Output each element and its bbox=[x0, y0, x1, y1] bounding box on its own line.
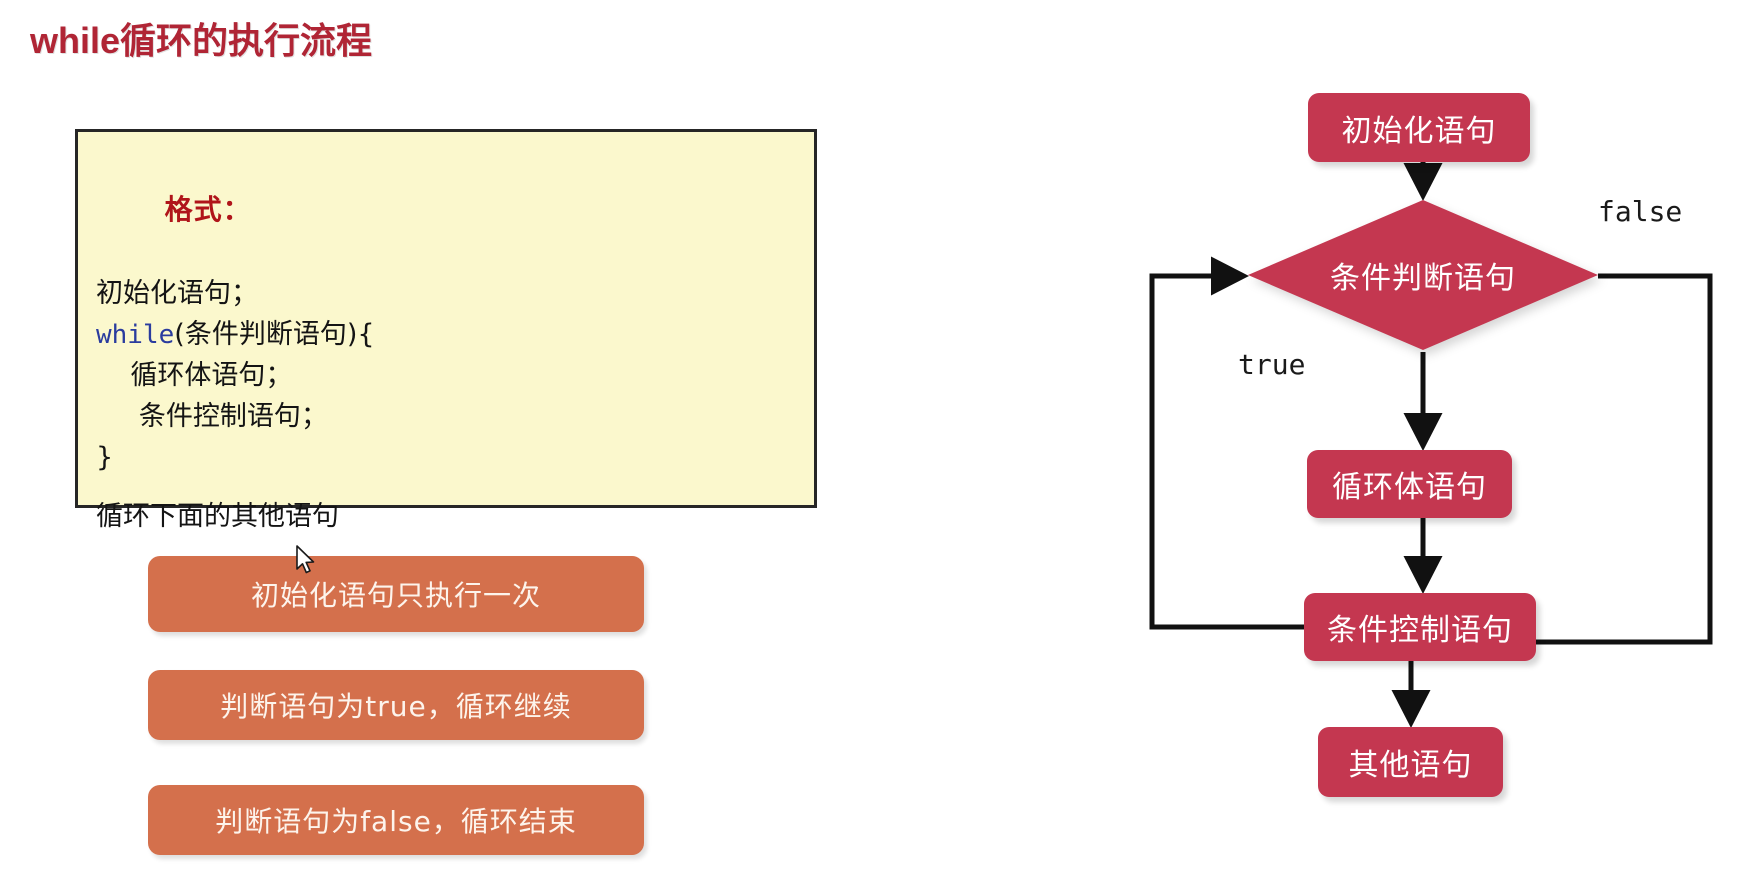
flow-node-condition: 条件判断语句 bbox=[1248, 200, 1598, 350]
note-init-once: 初始化语句只执行一次 bbox=[148, 556, 644, 632]
code-line-body: 循环体语句； bbox=[96, 360, 293, 392]
note-condition-false: 判断语句为false，循环结束 bbox=[148, 785, 644, 855]
flowchart: 初始化语句 条件判断语句 false true 循环体语句 条件控制语句 其他语… bbox=[1130, 60, 1752, 860]
note-condition-true: 判断语句为true，循环继续 bbox=[148, 670, 644, 740]
code-line-close-brace: } bbox=[96, 442, 114, 474]
mouse-cursor-icon bbox=[296, 545, 318, 577]
edge-label-false: false bbox=[1598, 195, 1683, 228]
code-line-while-rest: (条件判断语句){ bbox=[174, 318, 375, 350]
diamond-shape-icon bbox=[1248, 200, 1598, 350]
flow-node-control: 条件控制语句 bbox=[1304, 593, 1536, 661]
while-keyword: while bbox=[96, 319, 175, 350]
format-label: 格式： bbox=[164, 193, 252, 227]
code-line-control: 条件控制语句； bbox=[96, 401, 328, 433]
code-line-while: while(条件判断语句){ bbox=[96, 314, 804, 356]
code-line-init: 初始化语句； bbox=[96, 277, 258, 309]
page-title: while循环的执行流程 bbox=[30, 20, 373, 61]
format-code-content: 格式： 初始化语句； while(条件判断语句){ 循环体语句； 条件控制语句；… bbox=[96, 148, 804, 537]
flow-node-init: 初始化语句 bbox=[1308, 93, 1530, 162]
code-line-tail: 循环下面的其他语句 bbox=[96, 501, 339, 533]
flow-node-body: 循环体语句 bbox=[1307, 450, 1512, 518]
format-label-line: 格式： bbox=[96, 148, 804, 273]
edge-label-true: true bbox=[1238, 348, 1306, 381]
flow-node-other: 其他语句 bbox=[1318, 727, 1503, 797]
format-code-box: 格式： 初始化语句； while(条件判断语句){ 循环体语句； 条件控制语句；… bbox=[75, 129, 817, 532]
flowchart-edges bbox=[1149, 162, 1713, 729]
